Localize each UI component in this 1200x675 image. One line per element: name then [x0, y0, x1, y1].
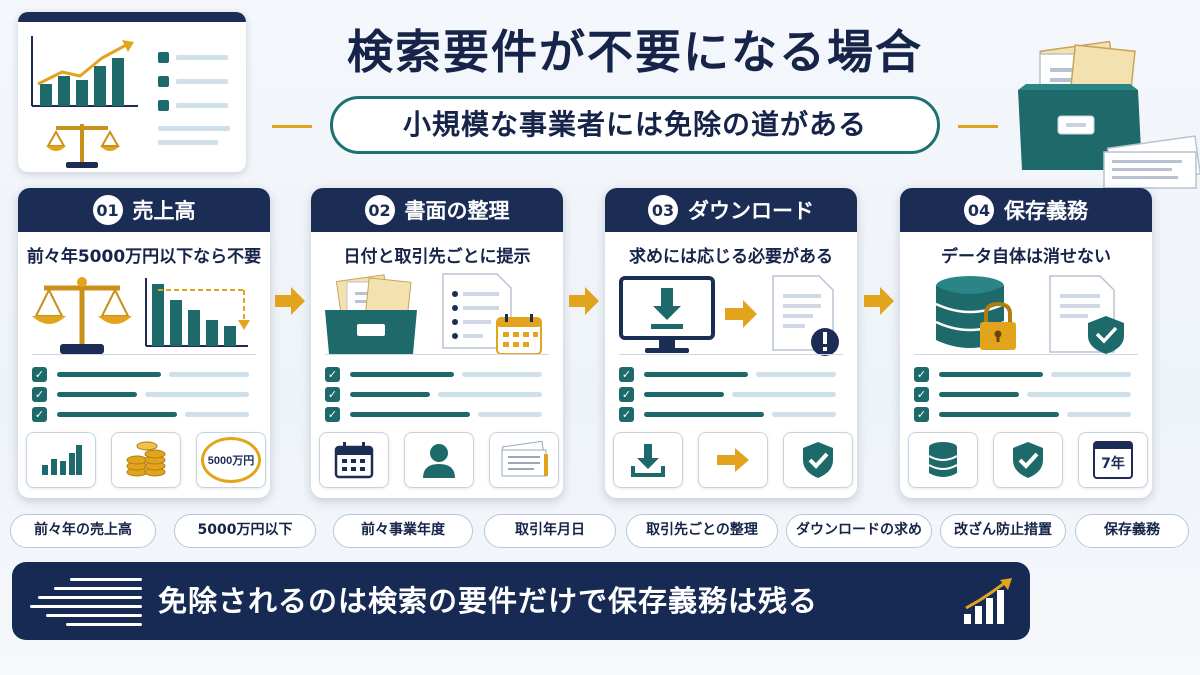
page-title: 検索要件が不要になる場合 [347, 25, 923, 79]
database-lock-illustration [935, 275, 1124, 354]
step-card-sales: 01 売上高 前々年5000万円以下なら不要 ✓ [18, 188, 270, 498]
file-box-illustration [1018, 40, 1200, 189]
step-number: 04 [964, 195, 994, 225]
step-card-retention: 04 保存義務 データ自体は消せない ✓ ✓ ✓ [900, 188, 1152, 498]
arrow-right-icon [275, 287, 305, 315]
step-description: 日付と取引先ごとに提示 [343, 247, 531, 267]
arrow-right-icon [698, 432, 768, 488]
check-icon: ✓ [619, 366, 634, 382]
retention-years-text: 7年 [1101, 456, 1125, 472]
document-alert-icon [772, 275, 839, 356]
coins-icon [111, 432, 181, 488]
check-icon: ✓ [32, 406, 47, 422]
database-icon [908, 432, 978, 488]
step-number: 02 [364, 195, 395, 225]
step-card-header: 03 ダウンロード [605, 188, 857, 232]
subtitle-block: 小規模な事業者には免除の道がある [262, 96, 1008, 156]
filebox-calendar-illustration [325, 273, 542, 355]
keyword-pill: 取引年月日 [484, 514, 616, 548]
speed-lines-icon [30, 578, 142, 626]
check-icon: ✓ [914, 366, 929, 382]
check-icon: ✓ [619, 386, 634, 402]
step-label: 保存義務 [1004, 199, 1088, 223]
step-label: 書面の整理 [404, 199, 510, 223]
calendar-icon [319, 432, 389, 488]
calendar-icon [496, 314, 542, 355]
checklist: ✓ ✓ ✓ [619, 364, 849, 424]
conclusion-text: 免除されるのは検索の要件だけで保存義務は残る [158, 584, 819, 618]
step-card-header: 02 書面の整理 [311, 188, 563, 232]
checklist: ✓ ✓ ✓ [325, 364, 555, 424]
keyword-pill: 保存義務 [1075, 514, 1189, 548]
arrow-right-icon [725, 300, 757, 328]
check-icon: ✓ [325, 366, 340, 382]
file-box-icon [325, 274, 417, 354]
scale-icon [32, 277, 132, 354]
amount-badge: 5000万円 [196, 432, 266, 488]
check-icon: ✓ [325, 406, 340, 422]
keyword-pill: 前々事業年度 [333, 514, 473, 548]
person-icon [404, 432, 474, 488]
amount-badge-text: 5000万円 [201, 437, 261, 483]
checklist: ✓ ✓ ✓ [32, 364, 262, 424]
database-lock-icon [935, 276, 1016, 350]
conclusion-banner: 免除されるのは検索の要件だけで保存義務は残る [12, 562, 1030, 640]
keyword-pill: 5000万円以下 [174, 514, 316, 548]
report-illustration [18, 12, 246, 172]
checklist: ✓ ✓ ✓ [914, 364, 1144, 424]
step-card-documents: 02 書面の整理 日付と取引先ごとに提示 ✓ [311, 188, 563, 498]
document-list-icon [442, 273, 512, 349]
step-card-download: 03 ダウンロード 求めには応じる必要がある ✓ ✓ ✓ [605, 188, 857, 498]
step-description: 前々年5000万円以下なら不要 [26, 247, 262, 267]
scale-chart-illustration [32, 277, 250, 354]
monitor-download-icon [619, 276, 715, 353]
step-label: 売上高 [132, 199, 196, 223]
arrow-right-icon [864, 287, 894, 315]
document-stack-icon [489, 432, 559, 488]
step-number: 03 [648, 195, 678, 225]
download-icon [613, 432, 683, 488]
calendar-years-icon: 7年 [1078, 432, 1148, 488]
bar-chart-icon [26, 432, 96, 488]
keyword-pill: 改ざん防止措置 [940, 514, 1066, 548]
keyword-pill: 取引先ごとの整理 [626, 514, 778, 548]
rising-chart-icon [964, 578, 1012, 624]
subtitle-left-rule [272, 125, 312, 128]
step-card-header: 01 売上高 [18, 188, 270, 232]
step-label: ダウンロード [688, 199, 814, 223]
step-card-header: 04 保存義務 [900, 188, 1152, 232]
subtitle: 小規模な事業者には免除の道がある [330, 96, 940, 154]
arrow-right-icon [569, 287, 599, 315]
check-icon: ✓ [914, 406, 929, 422]
monitor-document-illustration [619, 275, 839, 356]
shield-check-icon [993, 432, 1063, 488]
step-number: 01 [92, 195, 123, 225]
keyword-pill: 前々年の売上高 [10, 514, 156, 548]
step-description: 求めには応じる必要がある [629, 247, 833, 267]
document-shield-icon [1049, 275, 1124, 354]
step-description: データ自体は消せない [941, 247, 1111, 267]
check-icon: ✓ [619, 406, 634, 422]
shield-check-icon [783, 432, 853, 488]
check-icon: ✓ [325, 386, 340, 402]
check-icon: ✓ [32, 386, 47, 402]
growth-chart-icon [31, 36, 230, 168]
declining-bars-icon [145, 278, 250, 347]
keyword-pill: ダウンロードの求め [786, 514, 932, 548]
check-icon: ✓ [914, 386, 929, 402]
subtitle-right-rule [958, 125, 998, 128]
check-icon: ✓ [32, 366, 47, 382]
